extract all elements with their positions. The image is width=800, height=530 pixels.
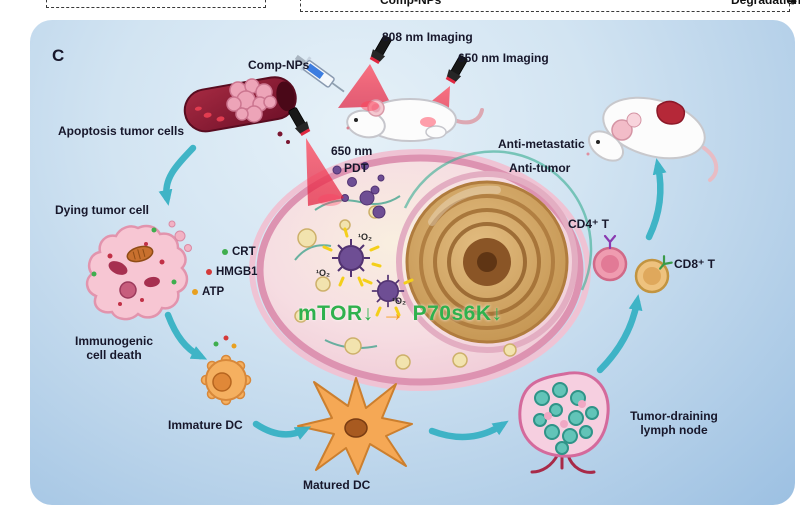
laser-650-label: 650 nm xyxy=(331,144,373,158)
imaging-650-label: 650 nm Imaging xyxy=(458,51,549,65)
immature-dc-label: Immature DC xyxy=(168,418,243,432)
mouse-imaging-illustration xyxy=(346,98,484,142)
flow-arrows xyxy=(158,144,667,441)
cd8-t-cell-illustration xyxy=(634,255,673,294)
cd8-label: CD8⁺ T xyxy=(674,257,716,271)
pathway-arrow-icon: → xyxy=(381,300,405,326)
hmgb1-label: HMGB1 xyxy=(206,266,258,278)
matured-dc-illustration xyxy=(297,377,413,475)
dashed-box-left xyxy=(46,0,266,8)
singlet-oxygen-label: ¹O₂ xyxy=(392,296,406,306)
dying-cell-illustration xyxy=(85,220,192,321)
blood-vessel-illustration xyxy=(183,76,297,144)
nucleus-illustration xyxy=(396,171,578,353)
pdt-label: PDT xyxy=(344,161,368,175)
immature-dc-illustration xyxy=(200,354,252,406)
singlet-oxygen-label: ¹O₂ xyxy=(316,268,330,278)
panel-label: C xyxy=(52,46,65,65)
anti-tumor-label: Anti-tumor xyxy=(509,161,571,175)
flashlight-650-imaging-icon xyxy=(445,55,468,84)
matured-dc-label: Matured DC xyxy=(303,478,371,492)
top-degradation-label: Degradation xyxy=(731,0,800,7)
cd8-receptor-icon xyxy=(659,255,673,270)
anti-metastatic-label: Anti-metastatic xyxy=(498,137,585,151)
crt-label: CRT xyxy=(222,246,256,258)
imaging-808-label: 808 nm Imaging xyxy=(382,30,473,44)
flashlight-808-icon xyxy=(369,35,392,64)
beam-808-icon xyxy=(338,64,392,108)
singlet-oxygen-label: ¹O₂ xyxy=(358,232,372,242)
dying-cell-label: Dying tumor cell xyxy=(55,203,150,217)
nanoparticle-trail xyxy=(332,162,386,219)
mouse-antitumor-illustration xyxy=(586,96,719,182)
danger-signal-dots xyxy=(213,335,237,349)
cd4-receptor-icon xyxy=(603,234,617,250)
tumor-cell-illustration xyxy=(249,149,593,391)
cd4-t-cell-illustration xyxy=(592,234,628,282)
top-arrow-icon: ➔ xyxy=(787,0,798,8)
lymph-node-illustration xyxy=(518,371,610,474)
hmgb1-dot-icon xyxy=(206,269,212,275)
beam-650-pdt-icon xyxy=(306,138,344,206)
comp-nps-label: Comp-NPs xyxy=(248,58,310,72)
nanoparticles-icon xyxy=(332,239,405,308)
singlet-oxygen-sparks xyxy=(322,227,414,317)
crt-dot-icon xyxy=(222,249,228,255)
flashlight-650-pdt-icon xyxy=(288,107,311,136)
tumor-cluster-icon xyxy=(226,78,277,123)
syringe-icon xyxy=(294,54,345,93)
atp-label: ATP xyxy=(192,286,224,298)
apoptosis-label: Apoptosis tumor cells xyxy=(58,124,185,138)
lymph-node-label: Tumor-draining lymph node xyxy=(630,409,718,437)
top-comp-nps-label: Comp-NPs xyxy=(380,0,442,7)
top-clipped-strip: Comp-NPs Degradation ➔ xyxy=(0,0,800,16)
cd4-label: CD4⁺ T xyxy=(568,217,610,231)
atp-dot-icon xyxy=(192,289,198,295)
pathway-text: mTOR ↓ → P70s6K ↓ xyxy=(298,300,503,326)
dashed-box-right xyxy=(300,0,790,12)
tumor-patch-icon xyxy=(656,100,686,125)
icd-label: Immunogenic cell death xyxy=(74,334,153,362)
